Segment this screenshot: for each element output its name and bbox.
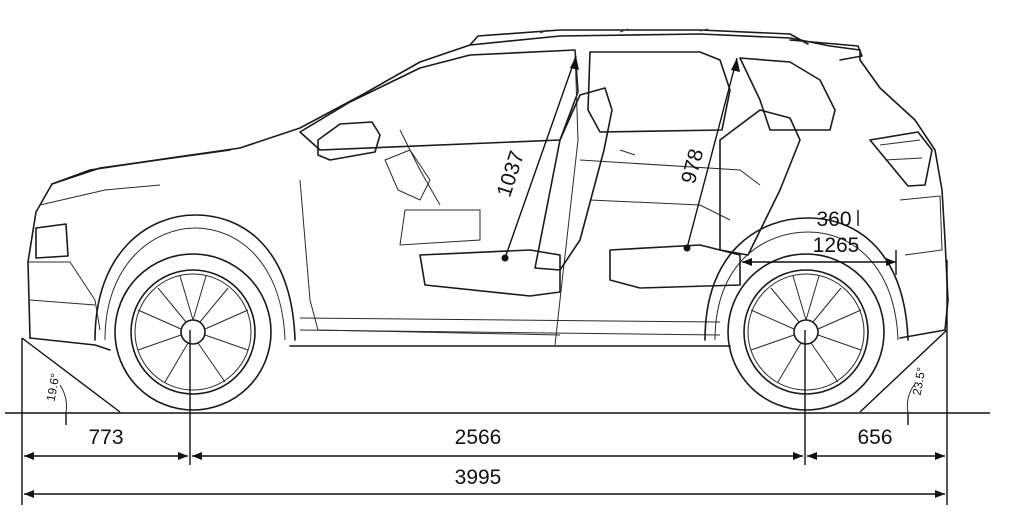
wheelbase-label: 2566	[455, 426, 502, 449]
approach-angle-label: 19.6°	[44, 372, 63, 402]
rear-overhang-label: 656	[857, 426, 892, 449]
departure-angle-lines	[859, 329, 948, 425]
rear-headroom-label: 978	[677, 146, 708, 186]
front-wheel	[114, 253, 272, 411]
approach-angle-lines	[21, 337, 121, 425]
front-overhang-dimension	[24, 452, 188, 460]
departure-angle-label: 23.5°	[910, 366, 929, 396]
front-headroom-line	[501, 55, 579, 262]
ground-line	[5, 260, 990, 505]
front-overhang-label: 773	[88, 426, 123, 449]
seat-outlines	[384, 87, 801, 297]
overall-length-label: 3995	[455, 466, 502, 489]
boot-height-label: 360	[816, 208, 851, 231]
rear-headroom-line	[683, 57, 740, 252]
front-headroom-label: 1037	[493, 148, 529, 200]
overall-length-dimension	[24, 490, 945, 498]
boot-length-label: 1265	[813, 234, 860, 257]
boot-length-line	[742, 250, 897, 275]
car-outline	[27, 28, 949, 351]
rear-wheel	[727, 253, 885, 411]
wheelbase-dimension	[192, 452, 803, 460]
rear-overhang-dimension	[807, 452, 945, 460]
